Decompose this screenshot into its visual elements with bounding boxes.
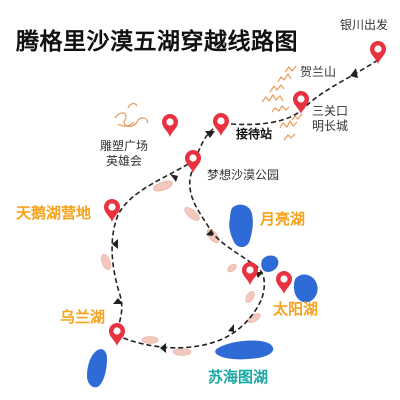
label-yinchuan: 银川出发 (340, 18, 389, 32)
label-tiane: 天鹅湖营地 (16, 204, 92, 222)
label-diaosu-line2: 英雄会 (106, 154, 143, 168)
label-yueliang: 月亮湖 (260, 210, 306, 228)
map-pin-icon[interactable] (162, 114, 178, 137)
map-pin-icon[interactable] (213, 113, 229, 136)
map-pin-icon[interactable] (242, 262, 258, 285)
label-diaosu: 雕塑广场 英雄会 (100, 139, 148, 169)
label-sanguankou-line1: 三关口 (312, 104, 349, 118)
map-pin-icon[interactable] (370, 41, 386, 64)
label-jiedaizhan: 接待站 (236, 127, 273, 141)
mountain-range-icon (261, 65, 303, 141)
lake-taiyang (294, 274, 318, 303)
map-pin-icon[interactable] (293, 91, 309, 114)
label-taiyang: 太阳湖 (273, 300, 319, 318)
sculpture-icon (114, 102, 149, 127)
label-wulan: 乌兰湖 (60, 308, 106, 326)
label-sanguankou: 三关口 明长城 (312, 104, 348, 134)
page-title: 腾格里沙漠五湖穿越线路图 (16, 28, 298, 55)
label-sanguankou-line2: 明长城 (312, 119, 349, 133)
lake-wulan (87, 349, 107, 388)
lakes (87, 204, 318, 388)
lake-suhaitu (215, 340, 274, 360)
map-pin-icon[interactable] (104, 199, 120, 222)
lake-yueliang (229, 204, 253, 248)
map-pin-icon[interactable] (276, 271, 292, 294)
route-arrow-icon (112, 68, 358, 353)
lake-small-east (261, 255, 279, 272)
label-diaosu-line1: 雕塑广场 (100, 139, 149, 153)
label-mengxiang: 梦想沙漠公园 (207, 168, 280, 182)
label-suhaitu: 苏海图湖 (208, 368, 269, 386)
map-pin-icon[interactable] (109, 323, 125, 346)
map-pin-icon[interactable] (185, 150, 201, 173)
label-helanshan: 贺兰山 (300, 65, 337, 79)
